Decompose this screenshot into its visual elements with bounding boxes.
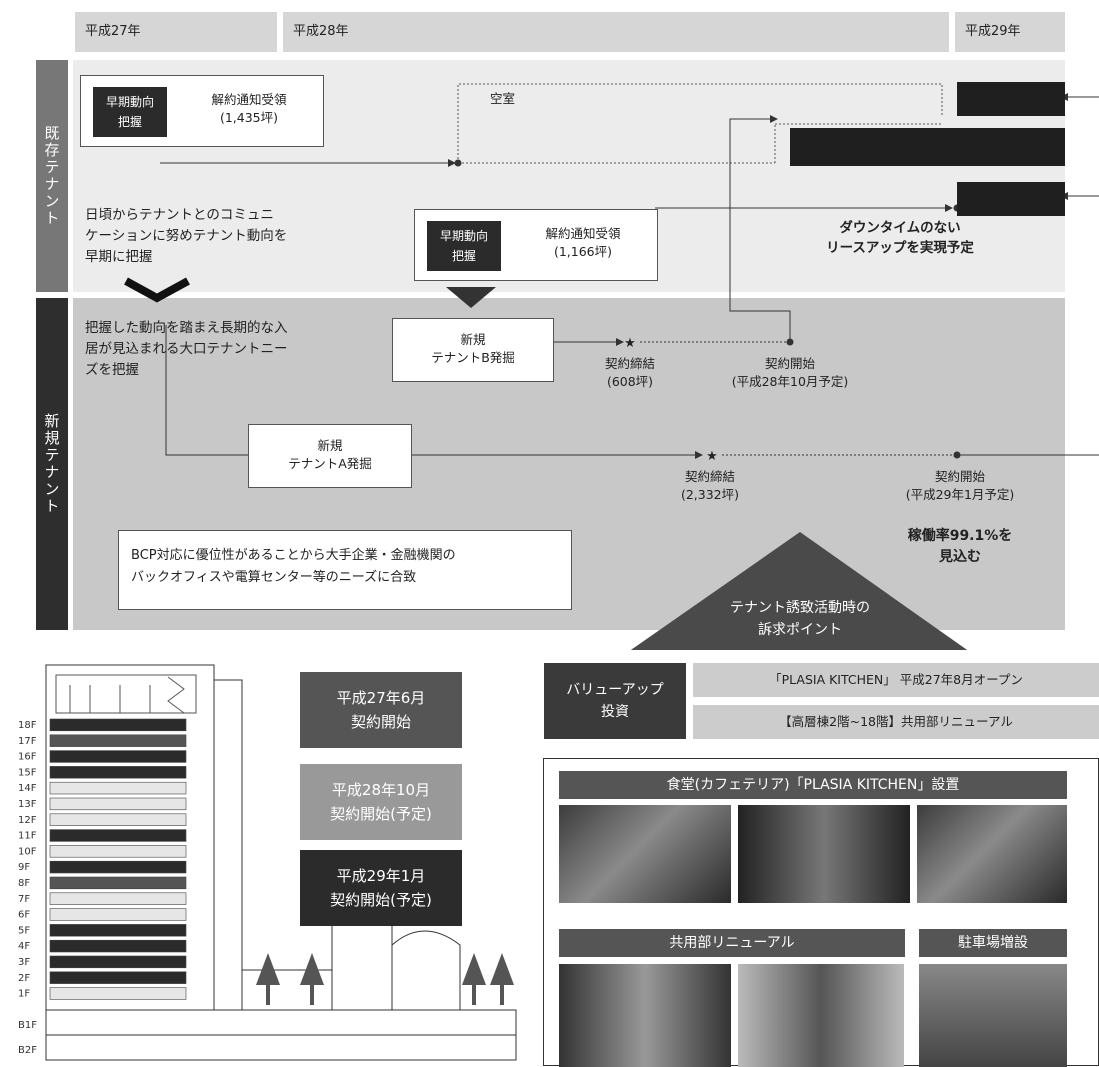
year-h28: 平成28年 <box>283 12 949 52</box>
parking-photo <box>919 964 1067 1067</box>
floor-bar <box>49 955 187 969</box>
floor-label: B2F <box>18 1045 37 1056</box>
legend-h29: 平成29年1月 契約開始(予定) <box>300 850 462 926</box>
floor-label: 11F <box>18 831 37 842</box>
floor-label: B1F <box>18 1020 37 1031</box>
cafeteria-photo-3 <box>917 805 1067 903</box>
floor-bar <box>49 939 187 953</box>
common-renewal-title: 共用部リニューアル <box>559 929 905 957</box>
floor-label: 4F <box>18 941 30 952</box>
floor-bar <box>49 766 187 779</box>
tenant-b-box: 新規 テナントB発掘 <box>392 318 554 382</box>
row-label-existing: 既存テナント <box>36 60 68 292</box>
b-contract-label: 契約締結 (608坪) <box>604 356 655 389</box>
downtime-text: ダウンタイムのない リースアップを実現予定 <box>826 220 974 256</box>
floor-bar <box>49 750 187 763</box>
parking-title: 駐車場増設 <box>919 929 1067 957</box>
cafeteria-photo-1 <box>559 805 731 903</box>
lease-bar-1 <box>957 82 1065 116</box>
floor-bar <box>49 876 187 890</box>
floor-label: 8F <box>18 878 30 889</box>
floor-bar <box>49 971 187 984</box>
svg-text:★: ★ <box>706 449 718 464</box>
floor-bar <box>49 892 187 905</box>
lease-bar-3 <box>957 182 1065 216</box>
floor-bar <box>49 797 187 811</box>
year-h29: 平成29年 <box>955 12 1065 52</box>
photo-panel: 食堂(カフェテリア)「PLASIA KITCHEN」設置 共用部リニューアル 駐… <box>543 758 1099 1067</box>
notice-text: 解約通知受領 (1,435坪) <box>211 92 287 125</box>
timeline-connectors: ★ ★ <box>124 83 1099 650</box>
a-start-label: 契約開始 (平成29年1月予定) <box>905 469 1015 502</box>
floor-bar <box>49 734 187 747</box>
row-label-new: 新規テナント <box>36 298 68 630</box>
floor-label: 16F <box>18 752 37 763</box>
common-photo-2 <box>738 964 904 1067</box>
vacancy-label: 空室 <box>490 91 516 106</box>
early-notice-box-2: 早期動向 把握 解約通知受領 (1,166坪) <box>414 209 658 281</box>
tenant-a-box: 新規 テナントA発掘 <box>248 424 412 488</box>
early-grasp-tag: 早期動向 把握 <box>93 87 167 137</box>
new-tenant-note: 把握した動向を踏まえ長期的な入 居が見込まれる大口テナントニー ズを把握 <box>85 320 288 378</box>
floor-bar <box>49 987 187 1000</box>
year-h27: 平成27年 <box>75 12 277 52</box>
building-diagram: 18F 17F 16F 15F 14F 13F 12F 11F 10F 9F 8F 7F 6F 5F 4F 3… <box>18 664 517 1061</box>
value-up-item-2: 【高層棟2階~18階】共用部リニューアル <box>693 705 1099 739</box>
floor-bar <box>49 718 187 732</box>
cafeteria-title: 食堂(カフェテリア)「PLASIA KITCHEN」設置 <box>559 771 1067 799</box>
floor-label: 2F <box>18 973 30 984</box>
floor-label: 7F <box>18 894 30 905</box>
floor-label: 10F <box>18 846 37 857</box>
b-start-label: 契約開始 (平成28年10月予定) <box>731 356 849 389</box>
notice-text: 解約通知受領 (1,166坪) <box>545 226 621 259</box>
existing-note: 日頃からテナントとのコミュニ ケーションに努めテナント動向を 早期に把握 <box>85 207 288 265</box>
floor-label: 5F <box>18 925 30 936</box>
floor-bar <box>49 829 187 842</box>
floor-bar <box>49 845 187 858</box>
lease-bar-2 <box>790 128 1065 166</box>
floor-label: 14F <box>18 783 37 794</box>
floor-label: 18F <box>18 720 37 731</box>
floor-label: 13F <box>18 799 37 810</box>
early-notice-box-1: 早期動向 把握 解約通知受領 (1,435坪) <box>80 75 324 147</box>
legend-h27: 平成27年6月 契約開始 <box>300 672 462 748</box>
floor-bar <box>49 781 187 795</box>
floor-label: 12F <box>18 815 37 826</box>
svg-text:★: ★ <box>624 336 636 351</box>
appeal-label: テナント誘致活動時の 訴求ポイント <box>730 600 870 638</box>
common-photo-1 <box>559 964 731 1067</box>
floor-label: 15F <box>18 767 37 778</box>
cafeteria-photo-2 <box>738 805 910 903</box>
value-up-label: バリューアップ 投資 <box>544 663 686 739</box>
bcp-note: BCP対応に優位性があることから大手企業・金融機関の バックオフィスや電算センタ… <box>118 530 572 610</box>
value-up-item-1: 「PLASIA KITCHEN」 平成27年8月オープン <box>693 663 1099 697</box>
floor-label: 1F <box>18 989 30 1000</box>
floor-bars <box>49 718 187 1000</box>
floor-label: 17F <box>18 736 37 747</box>
early-grasp-tag: 早期動向 把握 <box>427 221 501 271</box>
floor-bar <box>49 924 187 937</box>
occupancy-text: 稼働率99.1%を 見込む <box>907 528 1013 565</box>
a-contract-label: 契約締結 (2,332坪) <box>680 469 740 502</box>
floor-bar <box>49 813 187 826</box>
legend-h28: 平成28年10月 契約開始(予定) <box>300 764 462 840</box>
floor-label: 6F <box>18 910 30 921</box>
floor-label: 3F <box>18 957 30 968</box>
floor-bar <box>49 860 187 874</box>
floor-label: 9F <box>18 862 30 873</box>
floor-bar <box>49 908 187 921</box>
